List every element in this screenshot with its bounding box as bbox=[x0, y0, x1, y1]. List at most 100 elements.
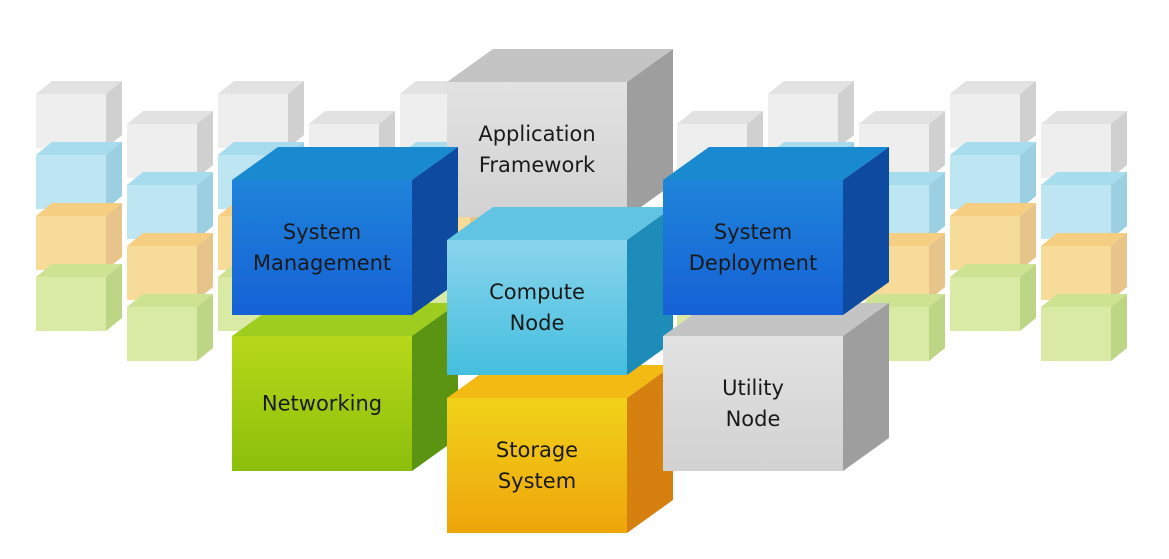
background-cube bbox=[950, 142, 1036, 209]
background-cube-top-face bbox=[309, 111, 395, 124]
background-cube bbox=[127, 294, 213, 361]
background-cube-front-face bbox=[36, 216, 106, 270]
background-cube-side-face bbox=[106, 264, 122, 331]
compute-node-cube-front-face bbox=[447, 240, 627, 375]
background-cube-top-face bbox=[950, 81, 1036, 94]
networking-cube-side-face bbox=[412, 303, 458, 471]
storage-system-cube-front-face bbox=[447, 398, 627, 533]
compute-node-cube-side-face bbox=[627, 207, 673, 375]
background-cube-top-face bbox=[127, 172, 213, 185]
background-cube-front-face bbox=[1041, 124, 1111, 178]
compute-node-cube-top-face bbox=[447, 207, 673, 240]
background-cube-front-face bbox=[768, 94, 838, 148]
background-cube-front-face bbox=[950, 155, 1020, 209]
system-management-label-line-2: Management bbox=[253, 251, 391, 275]
background-cube bbox=[1041, 294, 1127, 361]
background-cube-front-face bbox=[127, 246, 197, 300]
background-cube-front-face bbox=[1041, 246, 1111, 300]
background-cube-front-face bbox=[36, 94, 106, 148]
networking-cube-front-face bbox=[232, 336, 412, 471]
background-cube bbox=[36, 264, 122, 331]
background-cube-side-face bbox=[1020, 81, 1036, 148]
background-stack bbox=[127, 111, 213, 361]
application-framework-cube-front-face bbox=[447, 82, 627, 217]
system-deployment-cube-front-face bbox=[663, 180, 843, 315]
background-cube bbox=[36, 81, 122, 148]
background-cube bbox=[36, 142, 122, 209]
background-cube-top-face bbox=[677, 111, 763, 124]
background-cube-front-face bbox=[1041, 307, 1111, 361]
background-cube-side-face bbox=[929, 172, 945, 239]
storage-system-label-line-1: Storage bbox=[496, 438, 578, 462]
utility-node-cube-front-face bbox=[663, 336, 843, 471]
system-management-cube-side-face bbox=[412, 147, 458, 315]
background-cube-top-face bbox=[950, 203, 1036, 216]
background-cube-side-face bbox=[929, 233, 945, 300]
background-cube-side-face bbox=[1111, 233, 1127, 300]
background-cube-side-face bbox=[929, 294, 945, 361]
background-cube-side-face bbox=[1111, 172, 1127, 239]
background-cube-top-face bbox=[768, 81, 854, 94]
system-deployment-label-line-2: Deployment bbox=[689, 251, 817, 275]
compute-node-label-line-2: Node bbox=[510, 311, 565, 335]
system-deployment-cube-side-face bbox=[843, 147, 889, 315]
background-cube bbox=[768, 81, 854, 148]
utility-node-label-line-1: Utility bbox=[722, 376, 784, 400]
background-cube-top-face bbox=[218, 81, 304, 94]
background-cube bbox=[36, 203, 122, 270]
background-cube-side-face bbox=[929, 111, 945, 178]
background-stack bbox=[36, 81, 122, 331]
background-cube-top-face bbox=[36, 264, 122, 277]
background-cube-side-face bbox=[838, 81, 854, 148]
background-cube-top-face bbox=[36, 142, 122, 155]
utility-node-label-line-2: Node bbox=[726, 407, 781, 431]
networking-cube: Networking bbox=[232, 303, 458, 471]
background-cube bbox=[127, 111, 213, 178]
background-cube-side-face bbox=[106, 203, 122, 270]
application-framework-cube-side-face bbox=[627, 49, 673, 217]
background-cube bbox=[859, 111, 945, 178]
background-cube-front-face bbox=[127, 185, 197, 239]
background-cube-front-face bbox=[36, 155, 106, 209]
background-cube-side-face bbox=[1111, 111, 1127, 178]
background-cube-front-face bbox=[36, 277, 106, 331]
background-cube-top-face bbox=[36, 81, 122, 94]
background-stack bbox=[950, 81, 1036, 331]
background-cube-top-face bbox=[127, 233, 213, 246]
background-cube-top-face bbox=[859, 111, 945, 124]
background-cube-front-face bbox=[950, 216, 1020, 270]
background-cube-front-face bbox=[127, 124, 197, 178]
system-management-label-line-1: System bbox=[283, 220, 361, 244]
networking-label-line-1: Networking bbox=[262, 392, 382, 416]
compute-node-label-line-1: Compute bbox=[489, 280, 585, 304]
system-deployment-cube-top-face bbox=[663, 147, 889, 180]
system-deployment-label-line-1: System bbox=[714, 220, 792, 244]
background-cube-side-face bbox=[197, 172, 213, 239]
background-cube bbox=[127, 233, 213, 300]
background-cube-top-face bbox=[1041, 172, 1127, 185]
storage-system-cube-side-face bbox=[627, 365, 673, 533]
application-framework-label-line-1: Application bbox=[478, 122, 595, 146]
background-cube bbox=[950, 203, 1036, 270]
background-cube bbox=[950, 264, 1036, 331]
background-cube-side-face bbox=[106, 81, 122, 148]
background-cube-top-face bbox=[1041, 233, 1127, 246]
background-cube-top-face bbox=[950, 142, 1036, 155]
background-cube bbox=[1041, 233, 1127, 300]
background-cube-front-face bbox=[1041, 185, 1111, 239]
background-cube-side-face bbox=[197, 111, 213, 178]
background-cube-top-face bbox=[127, 111, 213, 124]
background-cube-side-face bbox=[1020, 264, 1036, 331]
background-cube-top-face bbox=[127, 294, 213, 307]
background-cube bbox=[218, 81, 304, 148]
background-cube-top-face bbox=[36, 203, 122, 216]
background-cube-front-face bbox=[218, 94, 288, 148]
